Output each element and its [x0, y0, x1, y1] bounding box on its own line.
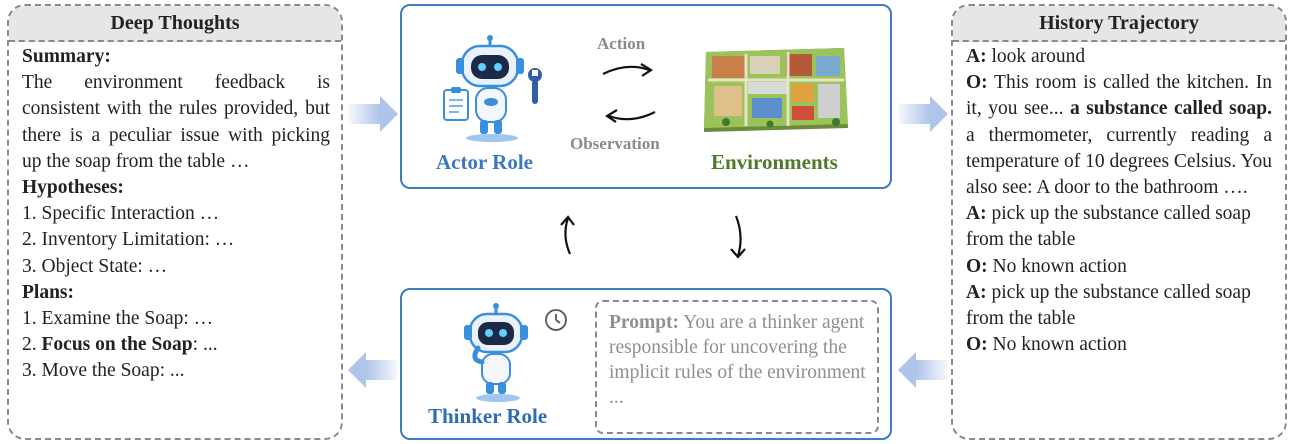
deep-thoughts-panel: Deep Thoughts Summary: The environment f…	[7, 4, 343, 440]
action-label: Action	[597, 34, 646, 53]
history-entry: A: pick up the substance called soap fro…	[966, 281, 1251, 330]
environments-label: Environments	[711, 150, 838, 174]
summary-text: The environment feedback is consistent w…	[22, 72, 330, 172]
wrench-icon	[528, 68, 542, 104]
clipboard-icon	[443, 87, 469, 121]
robot-actor-icon	[456, 35, 524, 142]
flow-arrow-right-top-right	[898, 96, 948, 132]
robot-thinker-icon	[464, 303, 528, 402]
clock-icon	[545, 309, 567, 331]
history-body: A: look around O: This room is called th…	[966, 44, 1272, 358]
plan-item: 1. Examine the Soap: …	[22, 308, 214, 330]
history-trajectory-panel: History Trajectory A: look around O: Thi…	[951, 4, 1287, 440]
history-entry: A: pick up the substance called soap fro…	[966, 203, 1251, 251]
prompt-text: You are a thinker agent responsible for …	[609, 312, 866, 408]
thinker-prompt-box: Prompt: You are a thinker agent responsi…	[595, 300, 879, 434]
history-entry: O: No known action	[966, 334, 1127, 356]
flow-arrow-left-bottom-left	[348, 352, 398, 388]
flow-arrow-left-bottom-right	[898, 352, 948, 388]
history-trajectory-title: History Trajectory	[953, 6, 1285, 42]
actor-to-thinker-arrow-icon	[730, 215, 746, 259]
actor-role-label: Actor Role	[436, 150, 533, 174]
deep-thoughts-body: Summary: The environment feedback is con…	[22, 44, 330, 385]
plan-item: 3. Move the Soap: ...	[22, 360, 185, 382]
thinker-box: Thinker Role Prompt: You are a thinker a…	[400, 288, 892, 440]
hypothesis-item: 1. Specific Interaction …	[22, 203, 220, 225]
thinker-role-label: Thinker Role	[428, 404, 548, 428]
prompt-label: Prompt:	[609, 312, 680, 333]
history-entry: O: This room is called the kitchen. In i…	[966, 72, 1272, 199]
hypothesis-item: 3. Object State: …	[22, 255, 168, 277]
summary-heading: Summary:	[22, 46, 111, 67]
history-entry: A: look around	[966, 46, 1086, 67]
action-arrow-icon	[602, 63, 654, 77]
observation-arrow-icon	[604, 109, 656, 123]
deep-thoughts-title: Deep Thoughts	[9, 6, 341, 42]
flow-arrow-right-top-left	[348, 96, 398, 132]
actor-box: Actor Role Action Observation Environmen…	[400, 4, 892, 189]
hypothesis-item: 2. Inventory Limitation: …	[22, 229, 235, 251]
thinker-to-actor-arrow-icon	[560, 215, 575, 255]
hypotheses-heading: Hypotheses:	[22, 177, 124, 199]
plan-item: 2. Focus on the Soap: ...	[22, 334, 218, 356]
plans-heading: Plans:	[22, 281, 75, 303]
history-entry: O: No known action	[966, 255, 1127, 277]
observation-label: Observation	[570, 134, 660, 153]
environment-map-icon	[704, 48, 848, 132]
